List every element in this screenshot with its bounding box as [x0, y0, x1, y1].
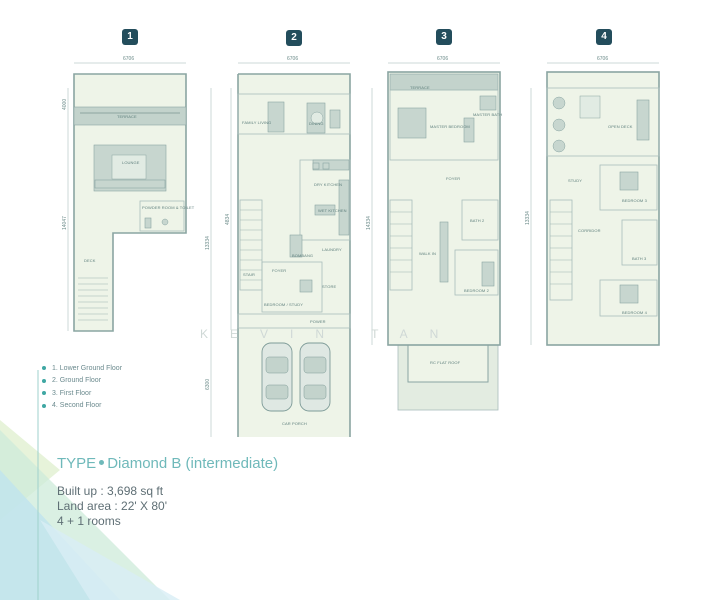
- room-label: CORRIDOR: [578, 228, 601, 233]
- width-dimension: 6706: [123, 56, 135, 62]
- room-label: STORE: [322, 284, 337, 289]
- room-label: BATH 3: [632, 256, 647, 261]
- legend-item: 4. Second Floor: [42, 400, 122, 413]
- side-dimension: 13334: [525, 211, 531, 225]
- room-label: WET KITCHEN: [318, 208, 347, 213]
- room-label: BATH 2: [470, 218, 485, 223]
- room-label: BOMBANG: [292, 253, 314, 258]
- watermark: KEVIN TAN: [200, 327, 461, 341]
- room-label: POWER: [310, 319, 326, 324]
- unit-specs: Built up : 3,698 sq ft Land area : 22' X…: [57, 484, 167, 529]
- rooms-text: 4 + 1 rooms: [57, 514, 121, 528]
- bullet-icon: [99, 460, 105, 466]
- second-floor-plan: [530, 62, 660, 346]
- room-label: TERRACE: [410, 85, 430, 90]
- room-label: BEDROOM 4: [622, 310, 647, 315]
- floor-badge-4: 4: [596, 29, 612, 45]
- first-floor-plan: [371, 62, 501, 411]
- car-icon: [299, 342, 331, 412]
- type-prefix: TYPE: [57, 455, 97, 472]
- legend-item: 1. Lower Ground Floor: [42, 362, 122, 375]
- room-label: POWDER ROOM & TOILET: [142, 205, 195, 210]
- room-label: BEDROOM 3: [622, 198, 647, 203]
- room-label: LOUNGE: [122, 160, 140, 165]
- room-label: MASTER BATH: [473, 112, 503, 117]
- room-label: STAIR: [243, 272, 255, 277]
- floor-badge-3: 3: [436, 29, 452, 45]
- type-name: Diamond B (intermediate): [107, 455, 279, 472]
- side-dimension: 14334: [366, 216, 372, 230]
- bullet-icon: [42, 378, 46, 383]
- legend-item: 3. First Floor: [42, 387, 122, 400]
- width-dimension: 6706: [597, 56, 609, 62]
- room-label: RC FLAT ROOF: [430, 360, 461, 365]
- room-label: BEDROOM 2: [464, 288, 489, 293]
- floor-badge-2: 2: [286, 30, 302, 46]
- side-dimension: 13334: [205, 236, 211, 250]
- room-label: TERRACE: [117, 114, 137, 119]
- room-label: WALK IN: [419, 251, 436, 256]
- land-area-text: Land area : 22' X 80': [57, 499, 167, 513]
- room-label: FAMILY LIVING: [242, 120, 272, 125]
- side-dimension: 14047: [62, 216, 68, 230]
- bullet-icon: [42, 366, 46, 371]
- bullet-icon: [42, 403, 46, 408]
- floor-legend: 1. Lower Ground Floor 2. Ground Floor 3.…: [42, 362, 122, 412]
- built-up-text: Built up : 3,698 sq ft: [57, 484, 164, 498]
- room-label: OPEN DECK: [608, 124, 633, 129]
- room-label: BEDROOM / STUDY: [264, 302, 304, 307]
- width-dimension: 6706: [437, 56, 449, 62]
- room-label: DRY KITCHEN: [314, 182, 343, 187]
- side-dimension: 4834: [225, 213, 231, 225]
- bullet-icon: [42, 391, 46, 396]
- legend-item: 2. Ground Floor: [42, 375, 122, 388]
- lower-ground-floor-plan: [67, 62, 187, 332]
- room-label: FOYER: [446, 176, 461, 181]
- side-dimension: 6300: [205, 378, 211, 390]
- room-label: DECK: [84, 258, 96, 263]
- width-dimension: 6706: [287, 56, 299, 62]
- side-dimension: 4000: [62, 98, 68, 110]
- ground-floor-plan: [210, 62, 351, 437]
- room-label: STUDY: [568, 178, 583, 183]
- room-label: DINING: [309, 121, 324, 126]
- car-icon: [261, 342, 293, 412]
- room-label: FOYER: [272, 268, 287, 273]
- unit-type-title: TYPE Diamond B (intermediate): [57, 455, 278, 472]
- floor-badge-1: 1: [122, 29, 138, 45]
- room-label: CAR PORCH: [282, 421, 307, 426]
- room-label: LAUNDRY: [322, 247, 342, 252]
- room-label: MASTER BEDROOM: [430, 124, 470, 129]
